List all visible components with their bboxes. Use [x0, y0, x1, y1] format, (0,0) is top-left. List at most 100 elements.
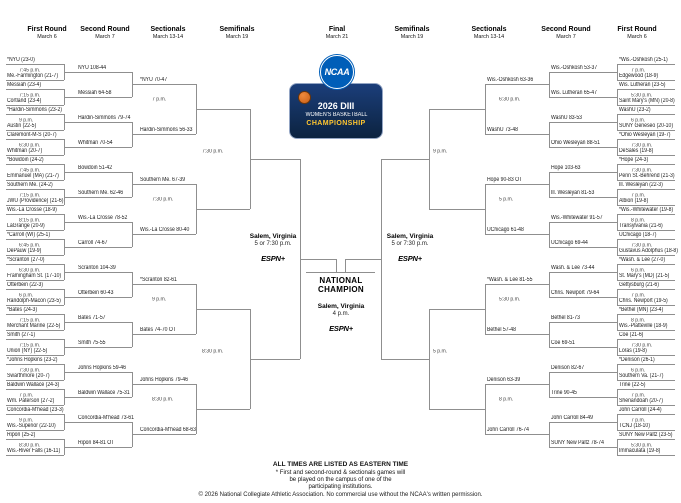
right-r1-game2-bottom-line — [617, 105, 675, 106]
left-sectional-semi2-top-line — [132, 184, 196, 185]
final-site: Salem, Virginia — [317, 303, 365, 310]
left-r1-game10-top-line — [6, 289, 64, 290]
right-sectional-final2-time: 5 p.m. — [433, 349, 448, 355]
left-sectional-semi3-time: 9 p.m. — [152, 297, 167, 303]
right-sectional-semi4-connector — [485, 384, 486, 434]
ncaa-logo-text: NCAA — [324, 67, 350, 77]
left-r1-game11-bottom-team: Merchant Marine (22-5) — [7, 323, 61, 329]
left-r1-game12-bottom-line — [6, 355, 64, 356]
right-r1-game12-top-line — [617, 339, 675, 340]
espn-plus-logo: ESPN+ — [261, 254, 285, 263]
right-r1-game12-bottom-team: Loras (19-8) — [619, 348, 647, 354]
right-r1-game3-bottom-line — [617, 130, 675, 131]
left-r1-game10-bottom-team: Randolph-Macon (23-5) — [7, 298, 61, 304]
round-header-date: March 13-14 — [152, 34, 184, 40]
right-sectional-semi4-time: 8 p.m. — [499, 397, 514, 403]
right-sectional-final-slot3-line — [429, 309, 485, 310]
left-r1-game16-top-line — [6, 439, 64, 440]
left-r1-game1-top-team: *NYU (23-0) — [7, 57, 35, 63]
left-r1-game2-top-line — [6, 89, 64, 90]
copyright-notice: © 2026 National Collegiate Athletic Asso… — [198, 492, 483, 498]
left-r2-slot13: Johns Hopkins 59-46 — [78, 365, 126, 371]
right-r1-game11-top-team: *Bethel (MN) (23-4) — [619, 307, 664, 313]
left-r1-game3-top-line — [6, 114, 64, 115]
right-r1-game8-bottom-team: Gustavus Adolphus (18-8) — [619, 248, 678, 254]
right-r1-game9-top-team: *Wash. & Lee (27-0) — [619, 257, 666, 263]
left-r1-game6-bottom-line — [6, 205, 64, 206]
left-r2-slot1: NYU 108-44 — [78, 65, 107, 71]
right-r2-slot1: Wis.-Oshkosh 53-37 — [551, 65, 598, 71]
right-r1-game15-time: 7 p.m. — [631, 418, 646, 424]
right-r1-game5-connector — [617, 164, 618, 180]
left-r1-game10-bottom-line — [6, 305, 64, 306]
round-header-label: First Round — [27, 26, 67, 33]
left-r2-slot16: Ripon 84-81 OT — [78, 440, 115, 446]
right-semifinal-slot2-line — [381, 359, 429, 360]
left-r1-game5-bottom-team: Emmanuel (MA) (21-7) — [7, 173, 59, 179]
left-sectional-final-slot4-line — [196, 409, 250, 410]
right-r2-game8-connector — [549, 422, 550, 447]
right-sectional-semi2-bottom-line — [485, 234, 549, 235]
right-r2-slot16-line — [549, 447, 617, 448]
right-r2-game5-connector — [549, 272, 550, 297]
left-r1-game8-time: 6:45 p.m. — [19, 243, 41, 249]
left-r1-game9-bottom-team: Framingham St. (17-10) — [7, 273, 62, 279]
right-r1-game8-top-team: UChicago (18-7) — [619, 232, 657, 238]
right-r1-game4-top-line — [617, 139, 675, 140]
right-r2-game2-connector — [549, 122, 550, 147]
left-r1-game12-time: 7:15 p.m. — [19, 343, 41, 349]
left-r2-slot11: Bates 71-57 — [78, 315, 106, 321]
left-r1-game1-bottom-line — [6, 80, 64, 81]
left-r1-game16-top-team: Ripon (25-2) — [7, 432, 36, 438]
right-r1-game7-top-line — [617, 214, 675, 215]
round-header-date: March 6 — [627, 34, 647, 40]
espn-plus-logo: ESPN+ — [329, 324, 353, 333]
right-r1-game1-top-team: *Wis.-Oshkosh (25-1) — [619, 57, 668, 63]
right-sectional-semi2-top-line — [485, 184, 549, 185]
round-header-label: First Round — [617, 26, 657, 33]
right-r1-game3-top-team: WashU (23-2) — [619, 107, 651, 113]
left-r2-slot9: Scranton 104-39 — [78, 265, 116, 271]
right-r2-slot15-line — [549, 422, 617, 423]
right-r1-game6-bottom-line — [617, 205, 675, 206]
left-r1-game5-top-line — [6, 164, 64, 165]
right-r1-game1-connector — [617, 64, 618, 80]
right-sectional-final1-connector — [429, 109, 430, 209]
round-header-date: March 7 — [95, 34, 115, 40]
left-r2-slot10-line — [64, 297, 132, 298]
right-r2-slot16: SUNY New Paltz 78-74 — [551, 440, 604, 446]
right-r1-game16-time: 5:30 p.m. — [631, 443, 653, 449]
right-sectional-semi2-bottom-team: UChicago 61-48 — [487, 227, 524, 233]
left-r2-slot5-line — [64, 172, 132, 173]
right-semifinal-slot1-line — [381, 159, 429, 160]
right-sectional-semi3-bottom-line — [485, 334, 549, 335]
left-sectional-semi3-bottom-team: Bates 74-70 OT — [140, 327, 177, 333]
right-r1-game11-connector — [617, 314, 618, 330]
right-r2-slot5-line — [549, 172, 617, 173]
right-r1-game6-top-team: Ill. Wesleyan (22-3) — [619, 182, 663, 188]
left-r2-slot12-line — [64, 347, 132, 348]
right-r1-game16-bottom-team: Immaculata (19-8) — [619, 448, 661, 454]
right-r1-game10-time: 7 p.m. — [631, 293, 646, 299]
badge-year-division: 2026 DIII — [317, 101, 355, 111]
left-r1-game4-bottom-line — [6, 155, 64, 156]
left-r1-game13-bottom-line — [6, 380, 64, 381]
right-sectional-final2-connector — [429, 309, 430, 409]
left-r1-game13-top-team: *Johns Hopkins (23-2) — [7, 357, 58, 363]
right-r2-slot2-line — [549, 97, 617, 98]
host-campus-note: * First and second-round & sectionals ga… — [0, 470, 681, 491]
left-r2-slot6-line — [64, 197, 132, 198]
left-sectional-semi4-bottom-team: Concordia-M'head 68-63 — [140, 427, 196, 433]
right-r2-slot15: John Carroll 84-49 — [551, 415, 593, 421]
left-r2-slot14-line — [64, 397, 132, 398]
right-r2-slot6-line — [549, 197, 617, 198]
right-sectional-semi2-connector — [485, 184, 486, 234]
espn-plus-logo: ESPN+ — [398, 254, 422, 263]
right-r1-game14-connector — [617, 389, 618, 405]
right-r1-game16-top-line — [617, 439, 675, 440]
right-sectional-semi4-top-line — [485, 384, 549, 385]
right-sectional-final-slot2-line — [429, 209, 485, 210]
left-r1-game15-bottom-team: Wis.-Superior (22-10) — [7, 423, 56, 429]
right-r2-slot3-line — [549, 122, 617, 123]
host-note-line: participating institutions. — [308, 484, 373, 490]
